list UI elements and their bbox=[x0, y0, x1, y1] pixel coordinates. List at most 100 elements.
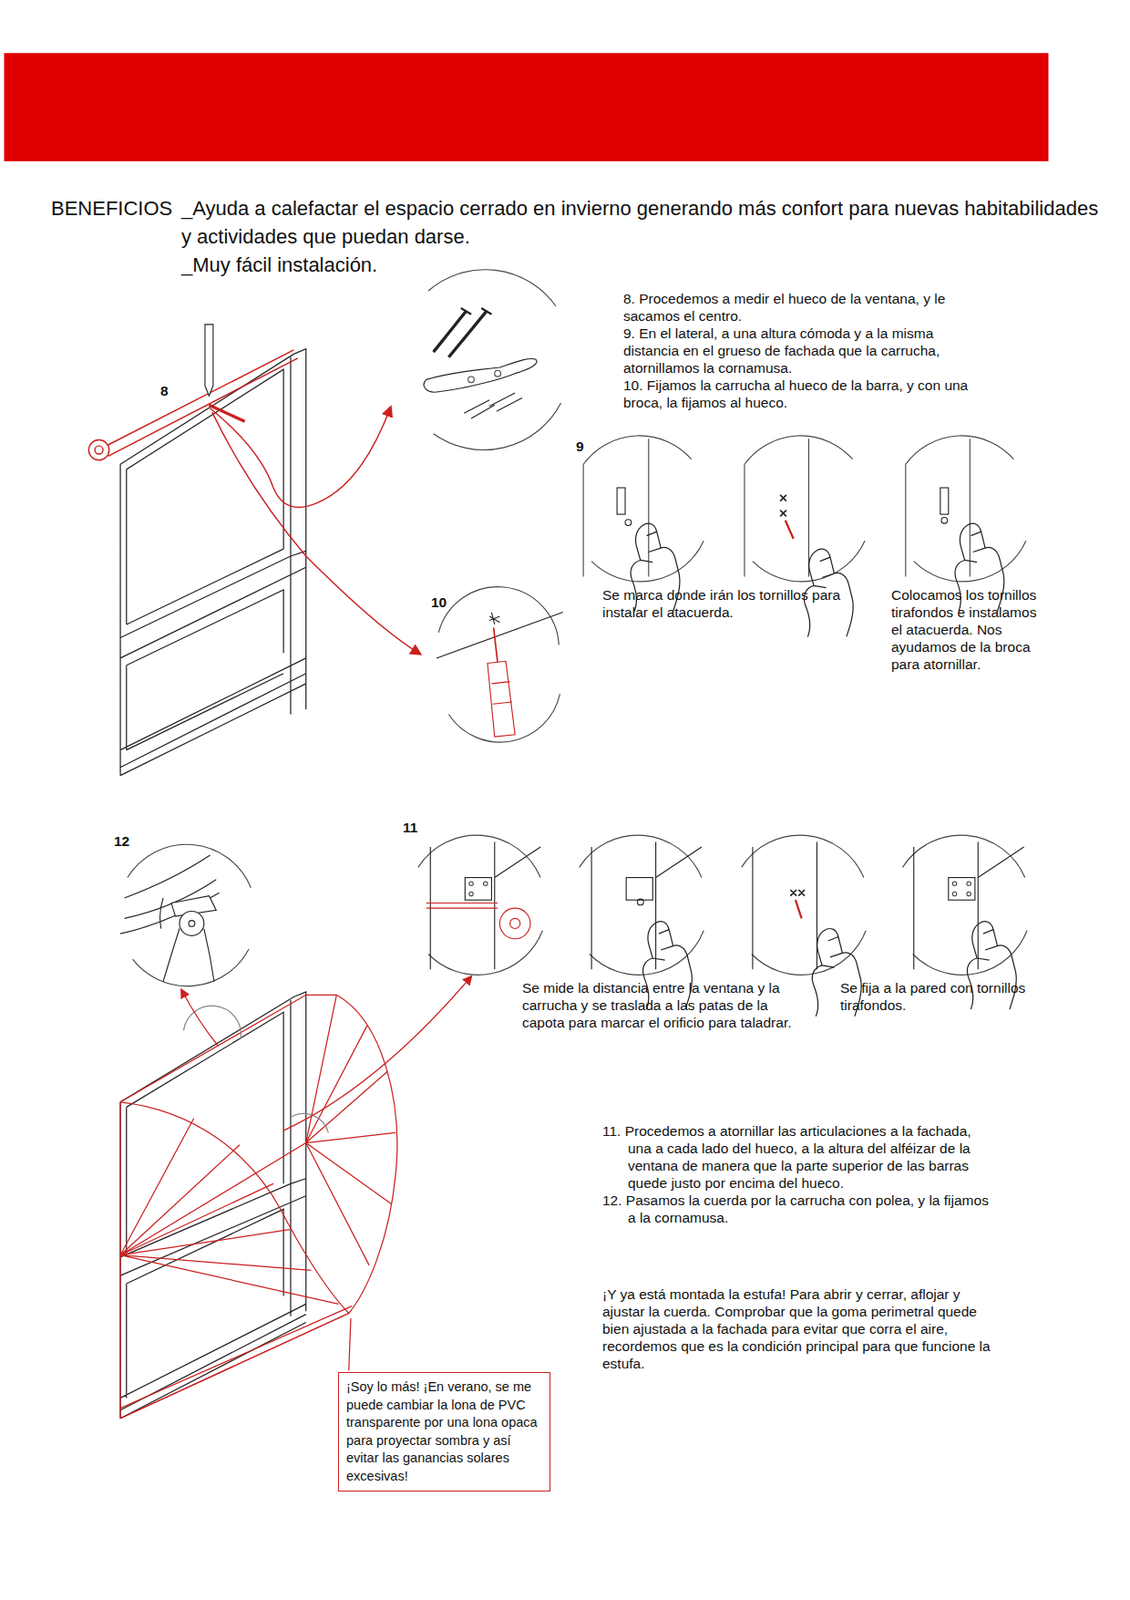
bar-and-pulley bbox=[94, 445, 103, 454]
detail-circle-cornamusa bbox=[428, 269, 561, 451]
step-10-circle bbox=[436, 612, 564, 658]
step-11-circles bbox=[426, 903, 498, 909]
step-12-circle bbox=[120, 843, 251, 986]
pencil bbox=[205, 324, 214, 396]
bar-and-pulley bbox=[210, 407, 391, 508]
bar-and-pulley bbox=[88, 439, 109, 460]
greenhouse-canopy bbox=[120, 975, 472, 1418]
step-11-circles bbox=[430, 841, 541, 969]
bar-and-pulley bbox=[208, 404, 245, 422]
step-11-circles bbox=[790, 889, 805, 896]
benefit-text: _Ayuda a calefactar el espacio cerrado e… bbox=[181, 194, 1102, 251]
step-9-circles bbox=[941, 516, 948, 524]
pencil bbox=[205, 324, 214, 396]
step-11-circles bbox=[636, 898, 644, 905]
step-11-circles bbox=[418, 834, 544, 975]
bar-and-pulley bbox=[212, 411, 421, 654]
closing-note: ¡Y ya está montada la estufa! Para abrir… bbox=[602, 1284, 997, 1372]
greenhouse-canopy bbox=[120, 1305, 352, 1418]
note-text: ¡Soy lo más! ¡En verano, se me puede cam… bbox=[346, 1377, 543, 1485]
callout-number: 8 bbox=[160, 382, 169, 400]
step-11-circles bbox=[741, 834, 867, 975]
step-9-circles bbox=[780, 494, 787, 517]
bar-and-pulley bbox=[108, 349, 298, 456]
step-11-circles bbox=[914, 841, 1025, 969]
step-11-circles bbox=[966, 921, 1017, 1009]
step-11-circles bbox=[643, 921, 693, 1009]
step-text: 8. Procedemos a medir el hueco de la ven… bbox=[623, 289, 988, 325]
step-11-circles bbox=[952, 881, 956, 885]
step-9-circles bbox=[905, 438, 971, 576]
caption-text: Colocamos los tornillos tirafondos e ins… bbox=[891, 585, 1047, 673]
section-heading: BENEFICIOS bbox=[51, 194, 173, 223]
step-9-circles bbox=[744, 435, 865, 582]
step-10-circle bbox=[489, 612, 500, 625]
step-11-circles bbox=[499, 907, 531, 939]
step-10-circle bbox=[491, 681, 512, 705]
greenhouse-canopy bbox=[183, 1005, 241, 1038]
greenhouse-canopy bbox=[306, 994, 396, 1265]
step-10-circle bbox=[493, 626, 498, 663]
step-11-circles bbox=[902, 834, 1028, 975]
step-10-circle bbox=[438, 586, 560, 742]
greenhouse-canopy bbox=[120, 994, 337, 1102]
step-11-circles bbox=[482, 881, 487, 885]
step-9-circles bbox=[785, 520, 794, 539]
caption-text: Se fija a la pared con tornillos tirafon… bbox=[840, 978, 1059, 1014]
step-11-circles bbox=[966, 881, 971, 885]
step-11-circles bbox=[464, 877, 492, 901]
greenhouse-canopy bbox=[283, 975, 472, 1130]
step-9-circles bbox=[625, 519, 632, 526]
detail-circle-cornamusa bbox=[433, 310, 487, 357]
step-9-circles bbox=[905, 435, 1027, 582]
benefit-text: _Muy fácil instalación. bbox=[181, 250, 378, 279]
step-9-circles bbox=[940, 487, 949, 514]
step-11-circles bbox=[626, 877, 653, 901]
greenhouse-canopy bbox=[120, 1101, 350, 1314]
caption-text: Se marca donde irán los tornillos para i… bbox=[602, 585, 847, 621]
callout-number: 11 bbox=[402, 819, 418, 836]
step-12-circle bbox=[127, 843, 251, 986]
step-11-circles bbox=[579, 834, 705, 975]
step-12-circle bbox=[160, 897, 215, 982]
caption-text: Se mide la distancia entre la ventana y … bbox=[522, 978, 810, 1031]
callout-number: 9 bbox=[575, 438, 585, 455]
step-9-circles bbox=[583, 435, 704, 582]
detail-circle-cornamusa bbox=[468, 376, 475, 383]
greenhouse-canopy bbox=[349, 1317, 351, 1370]
detail-circle-cornamusa bbox=[423, 358, 537, 392]
step-9-circles bbox=[744, 438, 810, 576]
detail-circle-cornamusa bbox=[494, 369, 502, 377]
step-12-circle bbox=[120, 854, 220, 934]
bar-and-pulley bbox=[88, 349, 421, 655]
note-callout-box: ¡Soy lo más! ¡En verano, se me puede cam… bbox=[338, 1371, 551, 1491]
step-11-circles bbox=[952, 891, 956, 895]
step-11-circles bbox=[795, 899, 802, 918]
detail-circle-cornamusa bbox=[461, 308, 493, 315]
step-12-circle bbox=[188, 920, 196, 927]
greenhouse-canopy bbox=[181, 989, 218, 1047]
greenhouse-canopy bbox=[119, 1101, 121, 1418]
step-10-circle bbox=[436, 586, 564, 742]
step-11-circles bbox=[752, 841, 818, 969]
step-9-circles bbox=[616, 487, 626, 514]
detail-circle-cornamusa bbox=[463, 392, 523, 419]
step-11-circles bbox=[948, 877, 976, 901]
callout-number: 10 bbox=[431, 594, 447, 611]
step-text: 12. Pasamos la cuerda por la carrucha co… bbox=[602, 1191, 990, 1226]
greenhouse-canopy bbox=[120, 1118, 339, 1305]
header-band bbox=[3, 52, 1048, 162]
step-11-circles bbox=[469, 881, 473, 885]
detail-circle-cornamusa bbox=[423, 269, 561, 451]
step-10-circle bbox=[487, 660, 515, 737]
step-text: 11. Procedemos a atornillar las articula… bbox=[602, 1121, 990, 1192]
step-text: 9. En el lateral, a una altura cómoda y … bbox=[623, 324, 988, 377]
step-11-circles bbox=[510, 917, 521, 928]
step-text: 10. Fijamos la carrucha al hueco de la b… bbox=[623, 376, 988, 411]
callout-number: 12 bbox=[113, 832, 130, 850]
step-12-circle bbox=[179, 910, 205, 935]
step-11-circles bbox=[469, 891, 473, 895]
step-11-circles bbox=[966, 891, 971, 895]
